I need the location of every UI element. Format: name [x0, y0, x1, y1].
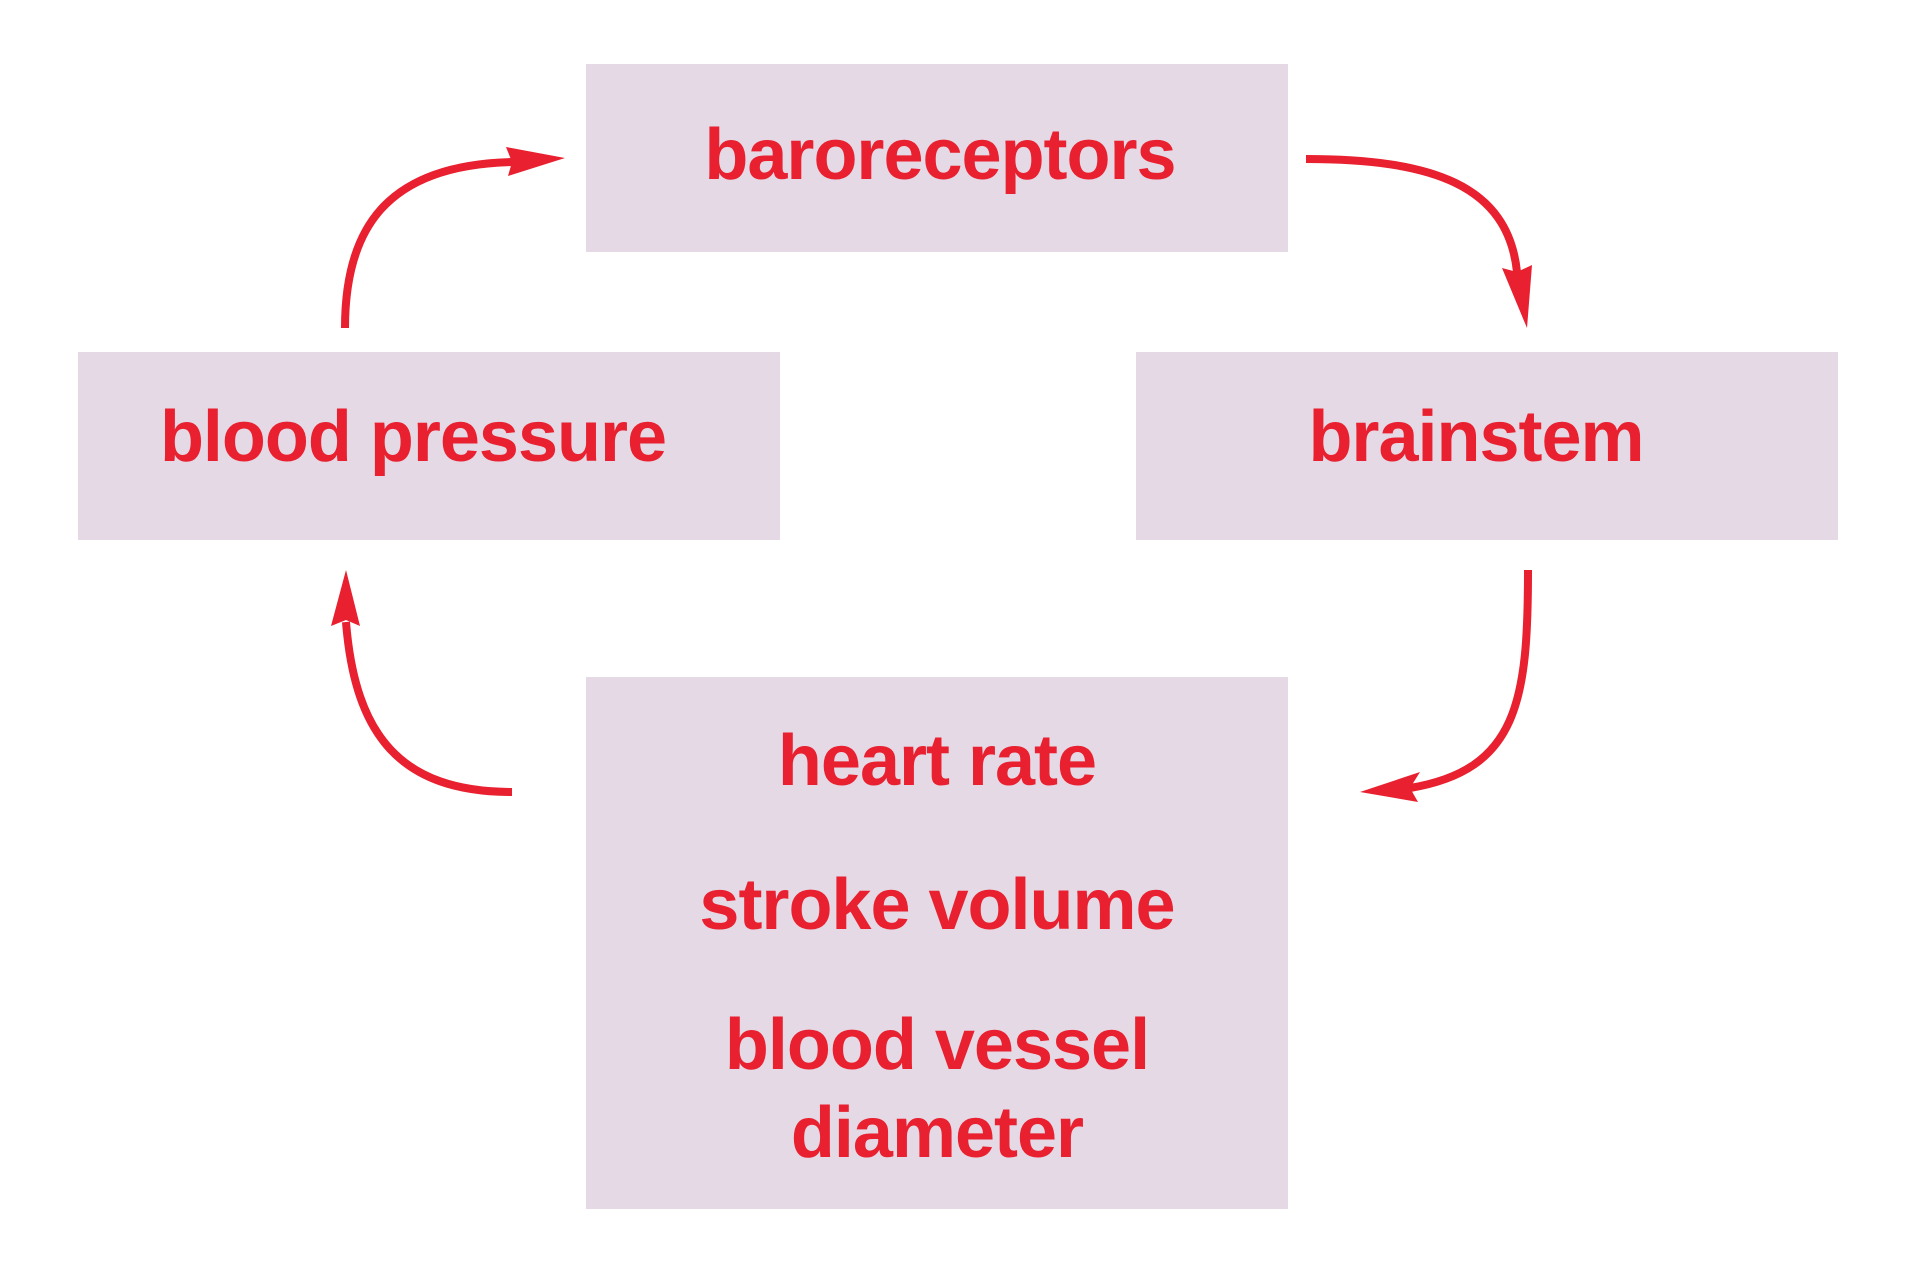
- node-label-blood-pressure: blood pressure: [159, 397, 667, 477]
- node-label-brainstem: brainstem: [1308, 397, 1644, 477]
- arrow-brainstem-to-effectors: [1360, 569, 1532, 802]
- arrow-head: [506, 147, 565, 176]
- arrow-shaft: [1305, 155, 1521, 273]
- arrow-head: [1502, 265, 1532, 328]
- node-blood-pressure: blood pressure: [78, 352, 780, 540]
- arrow-shaft: [341, 158, 513, 329]
- node-label-stroke-volume: stroke volume: [699, 865, 1175, 945]
- node-label-diameter: diameter: [790, 1093, 1084, 1173]
- arrow-blood-pressure-to-baroreceptors: [341, 147, 565, 329]
- node-label-blood-vessel: blood vessel: [724, 1005, 1150, 1085]
- arrow-head: [1360, 772, 1420, 802]
- arrow-shaft: [342, 621, 513, 796]
- arrow-shaft: [1409, 569, 1532, 792]
- node-baroreceptors: baroreceptors: [586, 64, 1288, 252]
- arrow-baroreceptors-to-brainstem: [1305, 155, 1532, 328]
- arrow-head: [331, 570, 360, 626]
- node-label-heart-rate: heart rate: [777, 721, 1097, 801]
- arrow-effectors-to-blood-pressure: [331, 570, 513, 796]
- node-label-baroreceptors: baroreceptors: [704, 115, 1176, 195]
- node-brainstem: brainstem: [1136, 352, 1838, 540]
- node-effectors: heart rate stroke volume blood vessel di…: [586, 677, 1288, 1209]
